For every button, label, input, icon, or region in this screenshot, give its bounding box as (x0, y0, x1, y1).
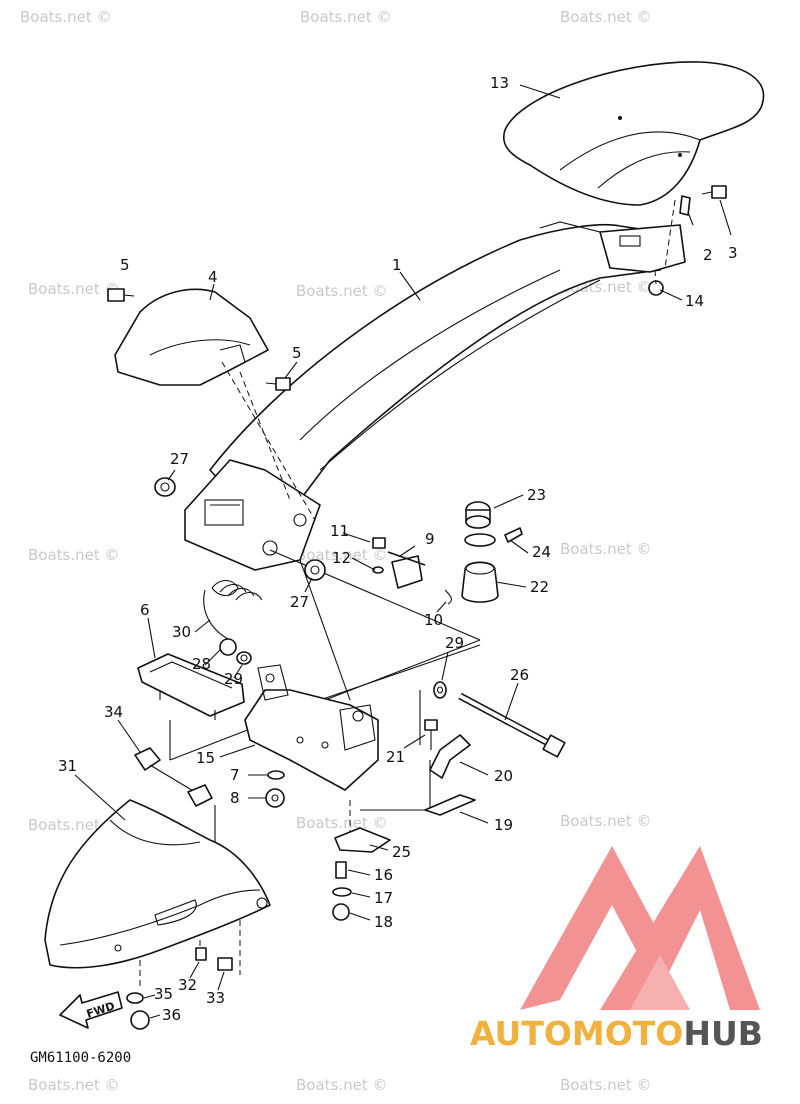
leader-lines (74, 84, 732, 1019)
part-26-long-bolt (458, 692, 566, 758)
part-2-bracket (679, 195, 691, 216)
callout-22: 22 (530, 578, 549, 596)
callout-6: 6 (140, 601, 150, 619)
callout-numbers: 13 1 2 3 14 4 5 5 27 27 11 12 9 10 23 24… (58, 74, 738, 1024)
watermark-text: Boats.net © (300, 8, 392, 26)
callout-17: 17 (374, 889, 393, 907)
watermark-text: Boats.net © (296, 282, 388, 300)
part-29-washer (236, 651, 252, 665)
part-31-front-nose (44, 799, 271, 969)
callout-26: 26 (510, 666, 529, 684)
part-27-bushing (154, 477, 176, 497)
callout-27-upper: 27 (170, 450, 189, 468)
callout-33: 33 (206, 989, 225, 1007)
part-29-washer (433, 681, 447, 699)
part-5-bolt (107, 288, 135, 302)
part-6-bracket (137, 653, 245, 720)
parts-9-12-clamp (372, 537, 452, 605)
callout-32: 32 (178, 976, 197, 994)
watermark-text: Boats.net © (560, 8, 652, 26)
callout-29-right: 29 (445, 634, 464, 652)
callout-20: 20 (494, 767, 513, 785)
callout-3: 3 (728, 244, 738, 262)
callout-5-top: 5 (120, 256, 130, 274)
part-4-cover (114, 288, 269, 386)
part-1-hull-beam (184, 221, 686, 571)
logo-moto: MOTO (571, 1014, 684, 1053)
callout-23: 23 (527, 486, 546, 504)
callout-19: 19 (494, 816, 513, 834)
callout-21: 21 (386, 748, 405, 766)
part-19-bracket (424, 794, 476, 816)
callout-25: 25 (392, 843, 411, 861)
callout-4: 4 (208, 268, 218, 286)
parts-22-24-grommet (461, 501, 523, 603)
callout-9: 9 (425, 530, 435, 548)
callout-1: 1 (392, 256, 402, 274)
callout-18: 18 (374, 913, 393, 931)
part-33-spacer (217, 957, 233, 971)
part-7-washer (267, 770, 285, 780)
callout-13: 13 (490, 74, 509, 92)
automotohub-logo-mark (520, 846, 760, 1010)
part-3-bolt (701, 185, 727, 199)
diagram-code: GM61100-6200 (30, 1050, 131, 1066)
watermark-text: Boats.net © (296, 546, 388, 564)
callout-2: 2 (703, 246, 713, 264)
part-17-washer (332, 887, 352, 897)
callout-7: 7 (230, 766, 240, 784)
part-16-stud (335, 861, 347, 879)
part-21-bolt (424, 719, 438, 750)
watermark-text: Boats.net © (560, 540, 652, 558)
callout-28: 28 (192, 655, 211, 673)
part-28-nut (219, 638, 237, 656)
callout-14: 14 (685, 292, 704, 310)
watermark-text: Boats.net © (296, 1076, 388, 1094)
callout-27-lower: 27 (290, 593, 309, 611)
watermark-text: Boats.net © (560, 1076, 652, 1094)
callout-30: 30 (172, 623, 191, 641)
logo-auto: AUTO (470, 1014, 572, 1053)
watermark-text: Boats.net © (28, 280, 120, 298)
callout-15: 15 (196, 749, 215, 767)
watermark-text: Boats.net © (20, 8, 112, 26)
watermarks: Boats.net © Boats.net © Boats.net © Boat… (20, 8, 652, 1094)
callout-29-left: 29 (224, 670, 243, 688)
part-13-seat (503, 61, 765, 206)
callout-16: 16 (374, 866, 393, 884)
watermark-text: Boats.net © (28, 1076, 120, 1094)
part-15-base-bracket (244, 664, 379, 791)
callout-11: 11 (330, 522, 349, 540)
callout-36: 36 (162, 1006, 181, 1024)
part-20-bracket (429, 734, 471, 779)
part-8-nut (265, 788, 285, 808)
callout-34: 34 (104, 703, 123, 721)
part-36-nut (130, 1010, 150, 1030)
callout-35: 35 (154, 985, 173, 1003)
callout-5: 5 (292, 344, 302, 362)
callout-8: 8 (230, 789, 240, 807)
logo-hub: HUB (683, 1014, 763, 1053)
part-35-washer (126, 992, 144, 1004)
callout-31: 31 (58, 757, 77, 775)
part-5-bolt (265, 377, 291, 391)
watermark-text: Boats.net © (28, 546, 120, 564)
callout-12: 12 (332, 549, 351, 567)
part-30-spring (203, 579, 263, 641)
part-27-bushing (304, 559, 326, 581)
part-34-hinge (134, 747, 213, 807)
part-32-screw (195, 947, 207, 961)
callout-24: 24 (532, 543, 551, 561)
part-25-plate (334, 827, 391, 853)
part-18-nut (332, 903, 350, 921)
fwd-arrow: FWD (59, 991, 123, 1029)
watermark-text: Boats.net © (296, 814, 388, 832)
callout-10: 10 (424, 611, 443, 629)
watermark-text: Boats.net © (560, 812, 652, 830)
automotohub-logo-text: AUTOMOTOHUB (470, 1014, 763, 1053)
